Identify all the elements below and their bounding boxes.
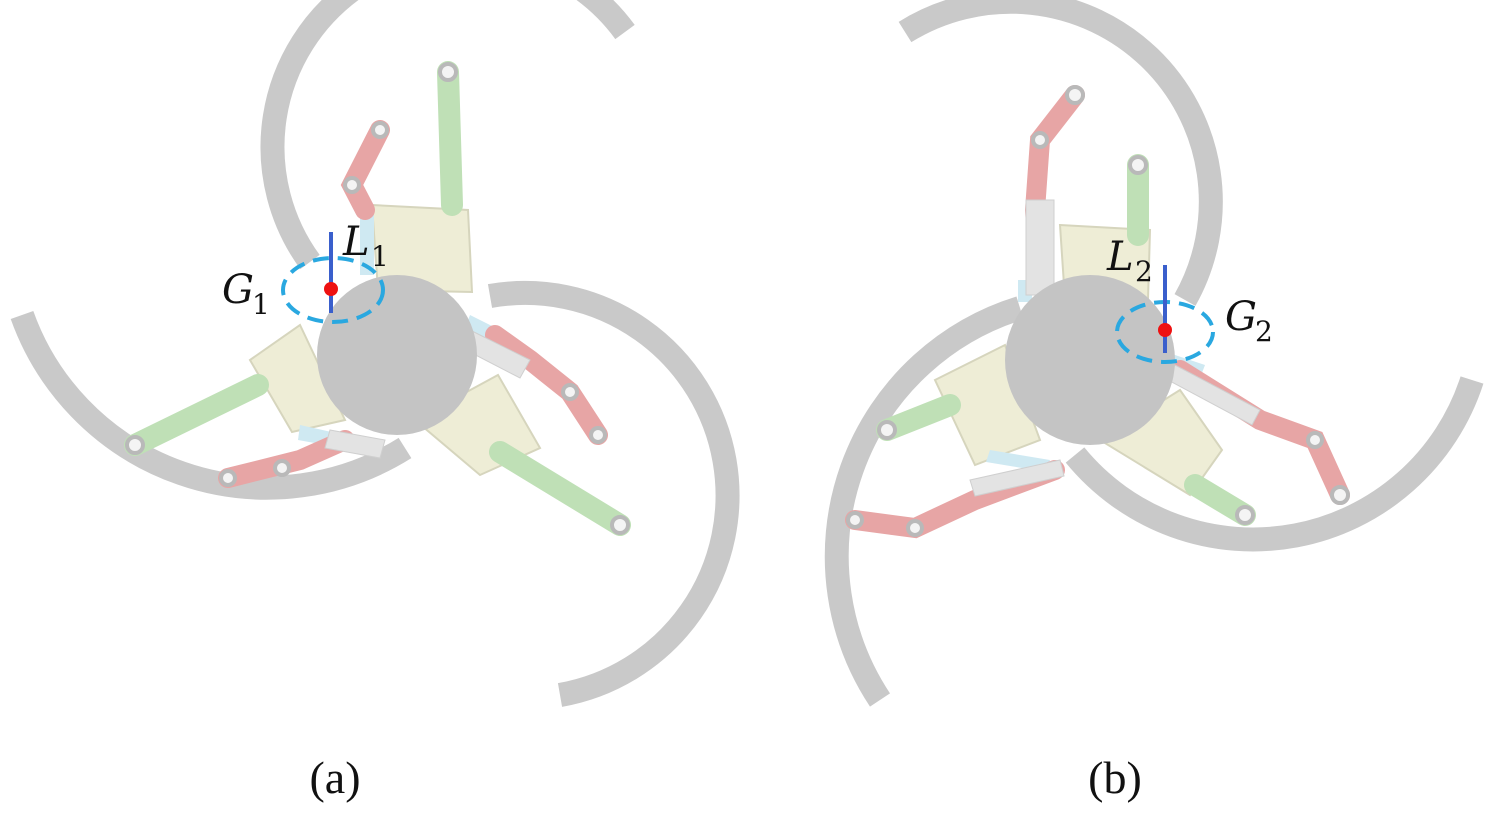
label-L-b: L xyxy=(1106,234,1134,280)
arc-finger-right-b xyxy=(1065,376,1484,552)
rack-left-b xyxy=(969,459,1065,497)
arc-finger-top-b xyxy=(898,0,1223,306)
arc-finger-right-a xyxy=(487,280,740,707)
joints-b xyxy=(846,85,1350,537)
racks-b xyxy=(969,199,1261,497)
arc-fingers-b xyxy=(824,0,1484,707)
plate-left-a xyxy=(248,323,347,434)
label-L-sub-a: 1 xyxy=(371,240,389,273)
label-L-a: L xyxy=(342,219,370,265)
label-L-sub-b: 2 xyxy=(1135,255,1153,288)
hub-b xyxy=(1005,275,1175,445)
label-G-b: G xyxy=(1225,294,1257,340)
center-point-b xyxy=(1158,323,1172,337)
joint-b-5 xyxy=(846,511,864,529)
joint-b-9 xyxy=(1306,431,1324,449)
joint-b-8 xyxy=(1330,485,1350,505)
joint-a-9 xyxy=(561,383,579,401)
joint-b-6 xyxy=(906,519,924,537)
caption-a: (a) xyxy=(309,752,360,803)
link-red-top-a xyxy=(340,120,390,220)
caption-b: (b) xyxy=(1088,752,1142,803)
plate-top-a xyxy=(370,203,474,294)
joint-b-1 xyxy=(1065,85,1085,105)
link-red-right-a xyxy=(485,325,608,445)
panel-b: L 2 G 2 (b) xyxy=(824,0,1484,803)
label-G-sub-a: 1 xyxy=(252,288,270,321)
hub-a xyxy=(317,275,477,435)
joint-b-3 xyxy=(1128,155,1148,175)
arc-finger-left-b xyxy=(824,296,1024,707)
joint-b-4 xyxy=(877,420,897,440)
link-green-right-a xyxy=(489,441,631,536)
joint-a-7 xyxy=(610,515,630,535)
joint-a-4 xyxy=(125,435,145,455)
gravity-ellipse-a xyxy=(281,256,385,324)
joint-a-3 xyxy=(343,176,361,194)
joints-a xyxy=(125,62,630,535)
rack-top-b xyxy=(1025,199,1055,296)
bracket-a-1 xyxy=(360,215,374,275)
center-point-a xyxy=(324,282,338,296)
joint-a-8 xyxy=(589,426,607,444)
green-links-a xyxy=(124,61,631,536)
joint-b-7 xyxy=(1235,505,1255,525)
arc-finger-left-a xyxy=(10,310,412,500)
link-green-top-a xyxy=(437,61,463,216)
arc-fingers-a xyxy=(10,0,740,707)
link-green-left-b xyxy=(876,394,961,441)
joint-a-5 xyxy=(219,469,237,487)
panel-a: L 1 G 1 (a) xyxy=(10,0,740,803)
label-G-sub-b: 2 xyxy=(1255,315,1273,348)
arc-finger-top-a xyxy=(260,0,635,270)
joint-a-1 xyxy=(438,62,458,82)
joint-a-6 xyxy=(273,459,291,477)
joint-b-2 xyxy=(1031,131,1049,149)
label-G-a: G xyxy=(222,267,254,313)
link-green-left-a xyxy=(124,374,269,456)
joint-a-2 xyxy=(371,121,389,139)
rack-left-a xyxy=(324,429,386,459)
